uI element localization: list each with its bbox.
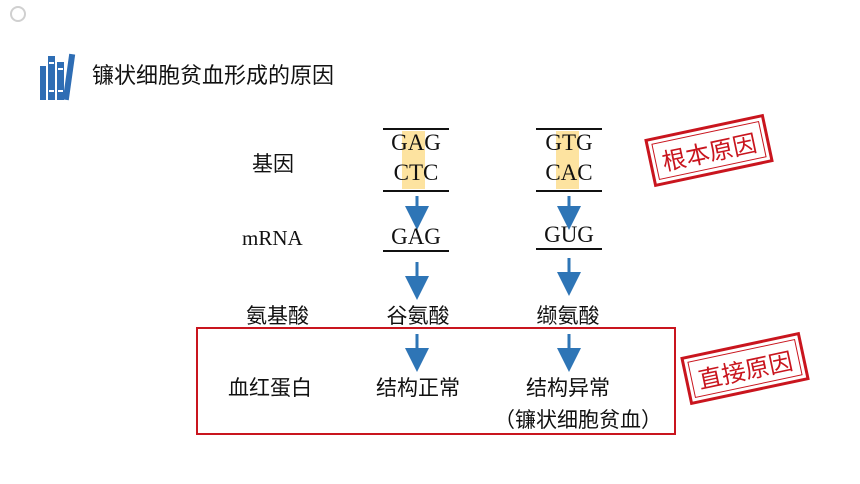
direct-cause-box bbox=[196, 327, 676, 435]
logo-icon bbox=[10, 6, 26, 22]
mutant-dna-bottom: CAC bbox=[545, 160, 593, 185]
page-title: 镰状细胞贫血形成的原因 bbox=[92, 64, 335, 89]
mutation-highlight bbox=[402, 131, 425, 189]
normal-dna-top: GAG bbox=[391, 130, 441, 155]
mutant-mrna: GUG bbox=[544, 222, 594, 247]
gene-label: 基因 bbox=[252, 152, 294, 176]
dna-strand-line-bottom bbox=[383, 190, 449, 192]
mutation-highlight bbox=[556, 131, 579, 189]
mutant-amino-acid: 缬氨酸 bbox=[536, 304, 600, 328]
disease-name: （镰状细胞贫血） bbox=[494, 408, 662, 432]
dna-strand-line-top bbox=[536, 128, 602, 130]
dna-strand-line-top bbox=[383, 128, 449, 130]
normal-mrna: GAG bbox=[391, 224, 441, 249]
brand-logo bbox=[10, 6, 29, 22]
arrow-group bbox=[405, 196, 581, 372]
normal-amino-acid: 谷氨酸 bbox=[386, 304, 450, 328]
mutant-dna-top: GTG bbox=[545, 130, 593, 155]
mrna-strand-line bbox=[536, 248, 602, 250]
dna-strand-line-bottom bbox=[536, 190, 602, 192]
normal-protein: 结构正常 bbox=[376, 376, 460, 400]
amino-acid-label: 氨基酸 bbox=[246, 304, 309, 328]
mrna-label: mRNA bbox=[242, 226, 303, 250]
books-icon bbox=[40, 53, 76, 101]
hemoglobin-label: 血红蛋白 bbox=[228, 376, 312, 400]
mutant-protein: 结构异常 bbox=[526, 376, 610, 400]
normal-dna-bottom: CTC bbox=[393, 160, 439, 185]
mrna-strand-line bbox=[383, 250, 449, 252]
